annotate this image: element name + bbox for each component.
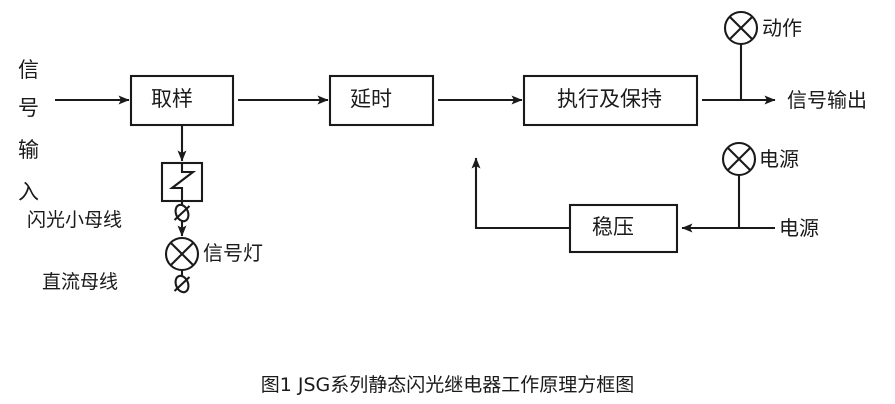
block-label-delay: 延时 [350, 87, 392, 111]
input-label-char-1: 信 [18, 58, 39, 82]
relay-contact-symbol [168, 163, 197, 201]
block-execute-hold-rect [522, 74, 699, 127]
input-label-char-3: 输 [18, 138, 39, 162]
lamp-label-power: 电源 [759, 147, 799, 171]
flow-label-signal-output: 信号输出 [787, 88, 867, 112]
block-label-voltage-regulator: 稳压 [592, 215, 634, 239]
lamp-label-action: 动作 [762, 16, 802, 40]
signal-lamp-cross-b [169, 241, 195, 267]
lamp-label-signal: 信号灯 [203, 241, 263, 265]
bus-label-flash: 闪光小母线 [27, 209, 123, 231]
block-voltage-regulator-rect [568, 203, 679, 254]
block-sampling-rect [129, 74, 235, 127]
terminal-slash-dc-bus [173, 276, 191, 292]
power-lamp-cross-b [726, 146, 752, 172]
flow-label-power-input: 电源 [779, 216, 819, 240]
bus-label-dc: 直流母线 [42, 271, 119, 293]
figure-caption: 图1 JSG系列静态闪光继电器工作原理方框图 [260, 374, 635, 396]
block-delay-rect [328, 74, 435, 127]
input-label-char-4: 入 [18, 180, 39, 204]
block-label-sampling: 取样 [151, 87, 193, 111]
action-lamp-cross-b [728, 15, 754, 41]
feedback-path-regulator-to-execute [471, 157, 570, 230]
terminal-slash-flash-bus [173, 205, 191, 221]
input-label-char-2: 号 [18, 96, 39, 120]
block-label-execute-hold: 执行及保持 [557, 87, 662, 111]
